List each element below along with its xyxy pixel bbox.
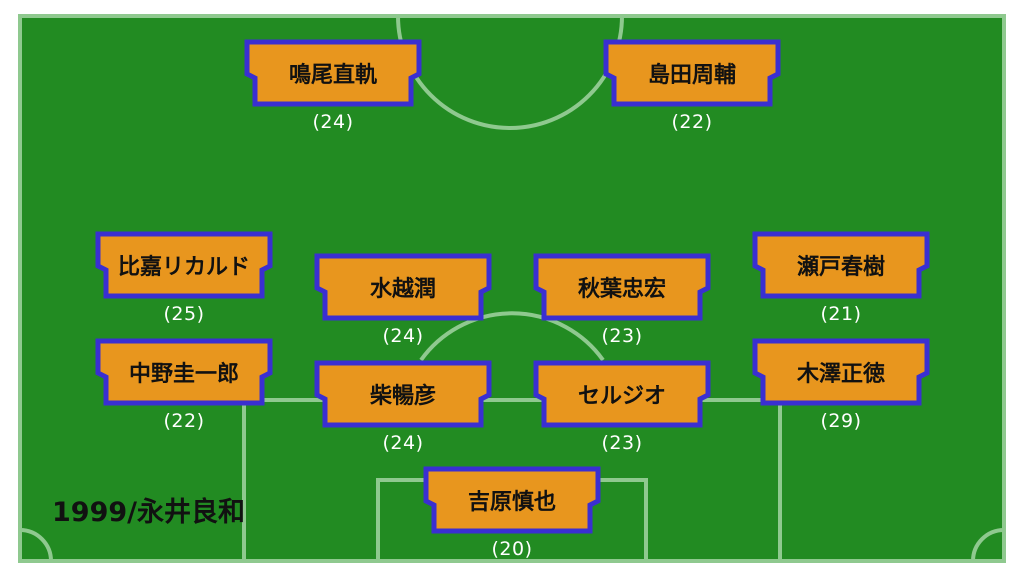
jersey-icon bbox=[422, 465, 602, 535]
corner-arc-right bbox=[971, 528, 1005, 562]
jersey-icon bbox=[94, 337, 274, 407]
jersey-icon bbox=[313, 359, 493, 429]
player-name: 鳴尾直軌 bbox=[288, 63, 377, 88]
player-name: 秋葉忠宏 bbox=[577, 277, 666, 302]
player-card: 木澤正徳 (29) bbox=[751, 337, 931, 432]
player-card: 瀬戸春樹 (21) bbox=[751, 230, 931, 325]
player-age: (22) bbox=[671, 111, 713, 133]
player-name: 水越潤 bbox=[369, 277, 436, 302]
player-age: (23) bbox=[601, 432, 643, 454]
player-card: 鳴尾直軌 (24) bbox=[243, 38, 423, 133]
player-card: 水越潤 (24) bbox=[313, 252, 493, 347]
player-name: 瀬戸春樹 bbox=[796, 255, 885, 280]
player-age: (23) bbox=[601, 325, 643, 347]
player-age: (24) bbox=[312, 111, 354, 133]
player-card: セルジオ (23) bbox=[532, 359, 712, 454]
jersey-icon bbox=[313, 252, 493, 322]
caption: 1999/永井良和 bbox=[52, 497, 246, 528]
player-age: (21) bbox=[820, 303, 862, 325]
player-age: (20) bbox=[491, 538, 533, 560]
player-name: 吉原慎也 bbox=[467, 490, 556, 515]
player-card: 秋葉忠宏 (23) bbox=[532, 252, 712, 347]
player-card: 比嘉リカルド (25) bbox=[94, 230, 274, 325]
jersey-icon bbox=[94, 230, 274, 300]
player-name: 比嘉リカルド bbox=[117, 255, 250, 280]
player-name: 中野圭一郎 bbox=[128, 362, 239, 387]
player-name: 柴暢彦 bbox=[369, 384, 436, 409]
jersey-icon bbox=[243, 38, 423, 108]
jersey-icon bbox=[602, 38, 782, 108]
player-name: 木澤正徳 bbox=[796, 362, 885, 387]
player-age: (24) bbox=[382, 432, 424, 454]
penalty-box bbox=[242, 398, 782, 561]
player-age: (25) bbox=[163, 303, 205, 325]
jersey-icon bbox=[751, 230, 931, 300]
penalty-arc bbox=[419, 311, 605, 362]
player-age: (24) bbox=[382, 325, 424, 347]
player-card: 島田周輔 (22) bbox=[602, 38, 782, 133]
player-card: 柴暢彦 (24) bbox=[313, 359, 493, 454]
player-age: (29) bbox=[820, 410, 862, 432]
corner-arc-left bbox=[19, 528, 53, 562]
player-name: 島田周輔 bbox=[647, 63, 736, 88]
player-card: 吉原慎也 (20) bbox=[422, 465, 602, 560]
player-card: 中野圭一郎 (22) bbox=[94, 337, 274, 432]
player-name: セルジオ bbox=[577, 384, 666, 409]
jersey-icon bbox=[751, 337, 931, 407]
player-age: (22) bbox=[163, 410, 205, 432]
jersey-icon bbox=[532, 252, 712, 322]
jersey-icon bbox=[532, 359, 712, 429]
